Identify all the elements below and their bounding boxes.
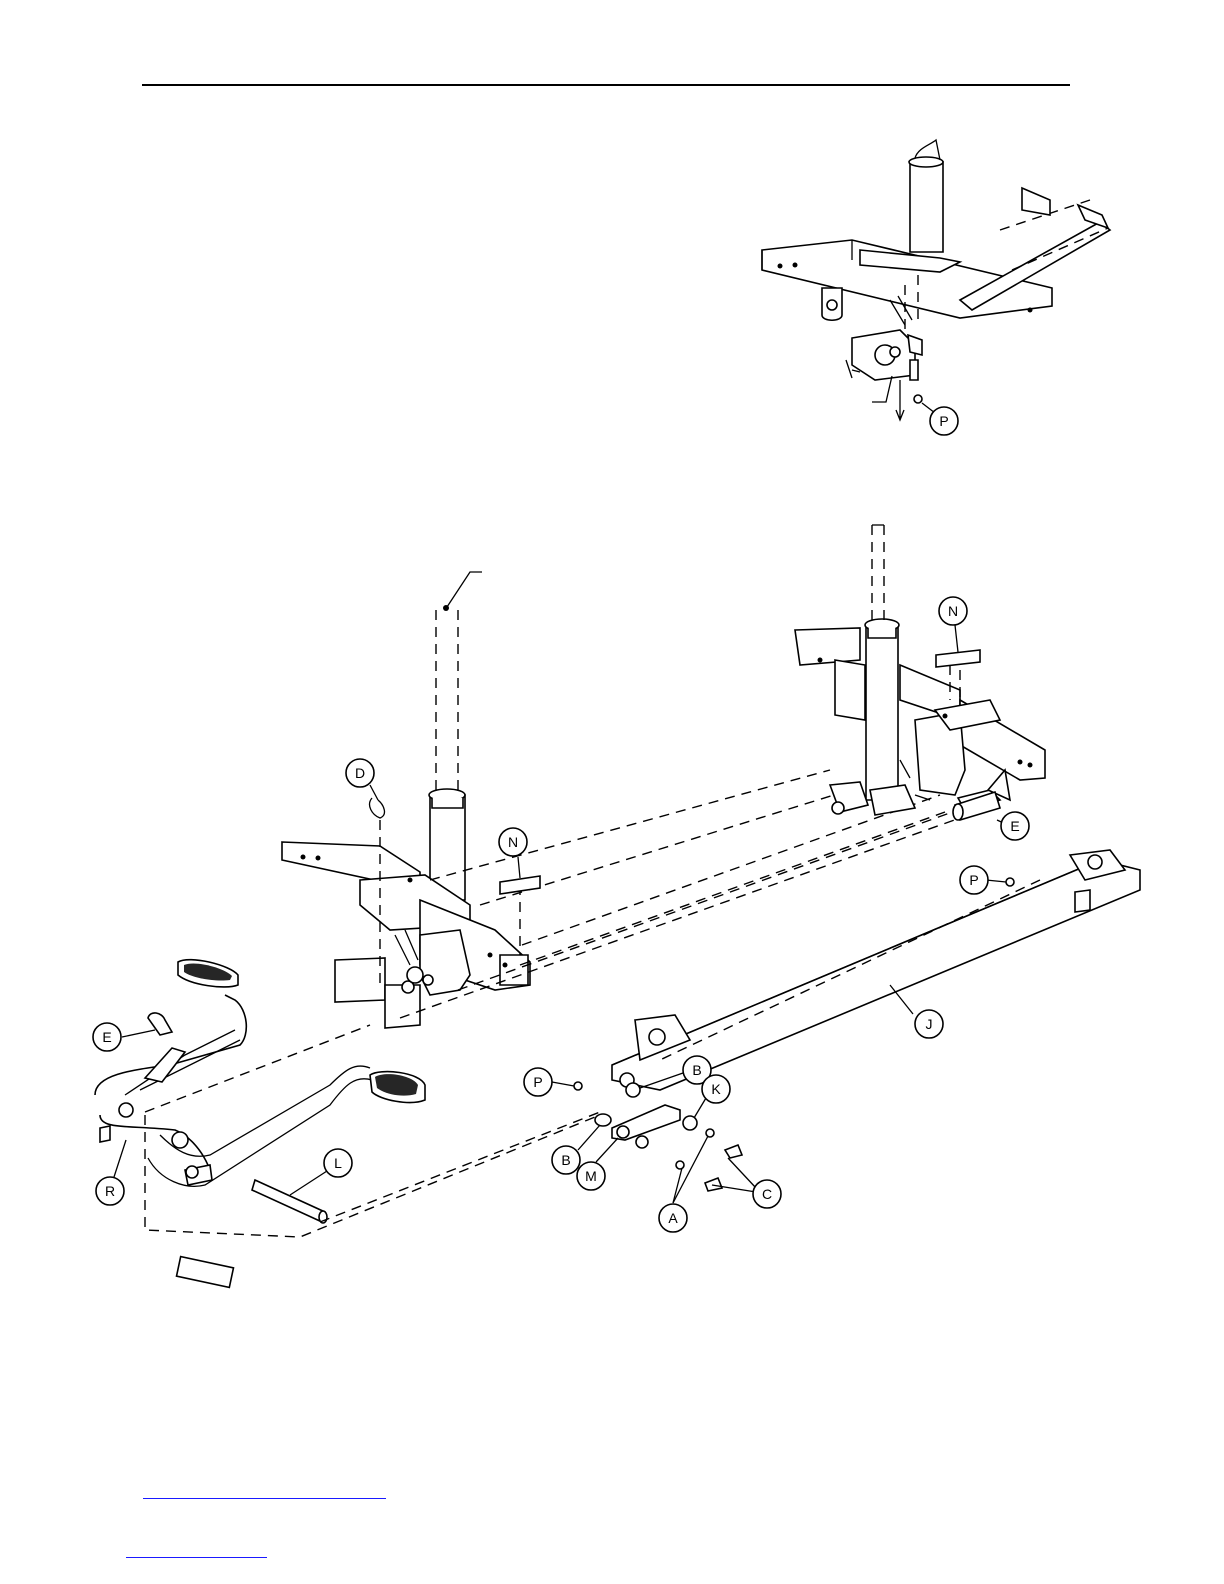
- svg-text:P: P: [969, 872, 978, 888]
- svg-text:L: L: [334, 1155, 342, 1171]
- svg-text:R: R: [105, 1183, 115, 1199]
- callout-k: K: [702, 1075, 730, 1103]
- footer-link-2[interactable]: [126, 1557, 267, 1558]
- callout-e-right: E: [1001, 812, 1029, 840]
- inset-assembly: [762, 140, 1110, 420]
- svg-text:B: B: [692, 1062, 701, 1078]
- svg-text:N: N: [508, 834, 518, 850]
- footer-link-1[interactable]: [143, 1498, 386, 1499]
- svg-text:E: E: [1010, 818, 1019, 834]
- svg-text:D: D: [355, 765, 365, 781]
- callout-l: L: [324, 1149, 352, 1177]
- svg-text:N: N: [948, 603, 958, 619]
- svg-text:E: E: [102, 1029, 111, 1045]
- callout-m: M: [577, 1162, 605, 1190]
- callout-n-left: N: [499, 828, 527, 856]
- callout-c: C: [753, 1180, 781, 1208]
- callout-b-lower: B: [552, 1146, 580, 1174]
- callout-r: R: [96, 1177, 124, 1205]
- svg-text:A: A: [668, 1210, 678, 1226]
- svg-text:P: P: [939, 413, 948, 429]
- svg-text:K: K: [711, 1081, 721, 1097]
- callout-p-right: P: [960, 866, 988, 894]
- callout-n-right: N: [939, 597, 967, 625]
- svg-text:P: P: [533, 1074, 542, 1090]
- svg-text:B: B: [561, 1152, 570, 1168]
- callout-a: A: [659, 1204, 687, 1232]
- svg-text:C: C: [762, 1186, 772, 1202]
- callout-p-top: P: [930, 407, 958, 435]
- callout-e-left: E: [93, 1023, 121, 1051]
- callout-d: D: [346, 759, 374, 787]
- main-assembly: [95, 525, 1140, 1287]
- callout-j: J: [915, 1010, 943, 1038]
- svg-text:M: M: [585, 1168, 597, 1184]
- svg-text:J: J: [926, 1016, 933, 1032]
- callout-p-mid: P: [524, 1068, 552, 1096]
